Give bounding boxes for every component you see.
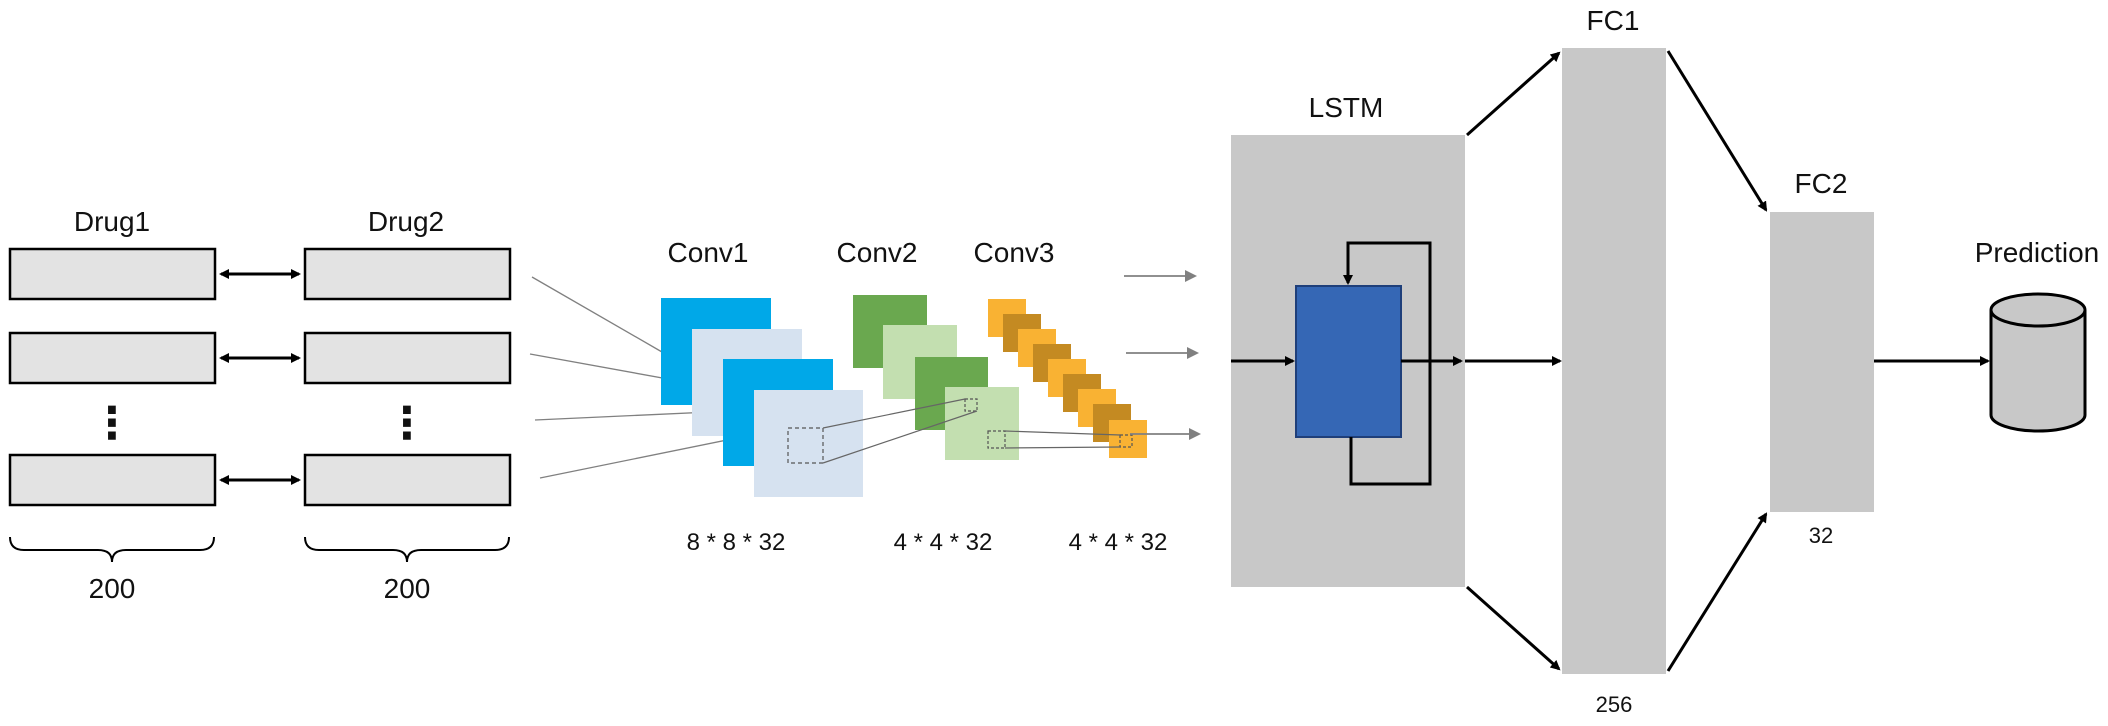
fc2-dimension: 32	[1809, 523, 1833, 548]
kernel-line	[1004, 446, 1121, 449]
conv1-label: Conv1	[668, 237, 749, 268]
drug2-ellipsis: ⋮	[385, 399, 429, 448]
conv1-feature-maps	[661, 298, 863, 497]
conv3-feature-maps	[988, 299, 1147, 458]
fc1-dimension: 256	[1596, 692, 1633, 717]
conv2-to-conv3-lines	[1004, 430, 1121, 449]
drug2-brace	[304, 536, 510, 563]
drug2-vector-row	[303, 453, 512, 507]
fc1-block	[1562, 48, 1666, 674]
fc1-to-fc2-bottom-arrow	[1666, 512, 1768, 672]
lstm-to-fc1-bottom-arrow	[1466, 585, 1561, 671]
lstm-recurrent-loop	[1343, 241, 1432, 486]
conv3-kernel	[1119, 434, 1133, 448]
conv3-dimension: 4 * 4 * 32	[1069, 529, 1168, 556]
pairing-arrows	[219, 269, 301, 485]
lstm-connections	[1231, 51, 1562, 671]
cylinder-body	[1989, 310, 2087, 433]
drug2-label: Drug2	[368, 206, 444, 237]
drug2-vectors	[303, 247, 512, 507]
drug1-label: Drug1	[74, 206, 150, 237]
fc2-block	[1770, 212, 1874, 512]
fc1-label: FC1	[1587, 5, 1640, 36]
fc1-to-fc2-top-arrow	[1666, 50, 1768, 212]
lstm-label: LSTM	[1309, 92, 1384, 123]
kernel-line	[822, 410, 978, 464]
drug2-vector-row	[303, 331, 512, 385]
drug2-vector-row	[303, 247, 512, 301]
prediction-cylinder-icon	[1989, 292, 2087, 433]
conv1-dimension: 8 * 8 * 32	[687, 529, 786, 556]
conv2-feature-maps	[853, 295, 1019, 460]
conv3-label: Conv3	[974, 237, 1055, 268]
conv1-to-conv2-lines	[822, 398, 978, 464]
connector-line	[531, 276, 663, 353]
drug1-brace	[9, 536, 215, 563]
conv1-kernel	[787, 427, 824, 464]
kernel-line	[1004, 430, 1121, 436]
conv2-label: Conv2	[837, 237, 918, 268]
conv2-kernel-a	[964, 398, 978, 412]
conv-output-arrows	[1124, 270, 1201, 440]
dimension-braces	[9, 536, 510, 563]
cylinder-top	[1989, 292, 2087, 328]
drug1-vector-row	[8, 331, 217, 385]
drug1-vectors	[8, 247, 217, 507]
lstm-to-fc1-top-arrow	[1466, 51, 1561, 137]
drug1-ellipsis: ⋮	[90, 399, 134, 448]
conv1-map	[754, 390, 863, 497]
kernel-line	[822, 398, 966, 429]
lstm-cell	[1295, 285, 1402, 438]
drug1-vector-row	[8, 453, 217, 507]
prediction-label: Prediction	[1975, 237, 2100, 268]
conv3-map	[1109, 420, 1147, 458]
drug1-dimension: 200	[89, 573, 136, 604]
fc2-label: FC2	[1795, 168, 1848, 199]
conv2-kernel-b	[987, 430, 1006, 449]
drug1-vector-row	[8, 247, 217, 301]
conv2-map	[945, 387, 1019, 460]
drug2-dimension: 200	[384, 573, 431, 604]
fc1-to-fc2-arrows	[1666, 50, 1768, 672]
conv2-dimension: 4 * 4 * 32	[894, 529, 993, 556]
